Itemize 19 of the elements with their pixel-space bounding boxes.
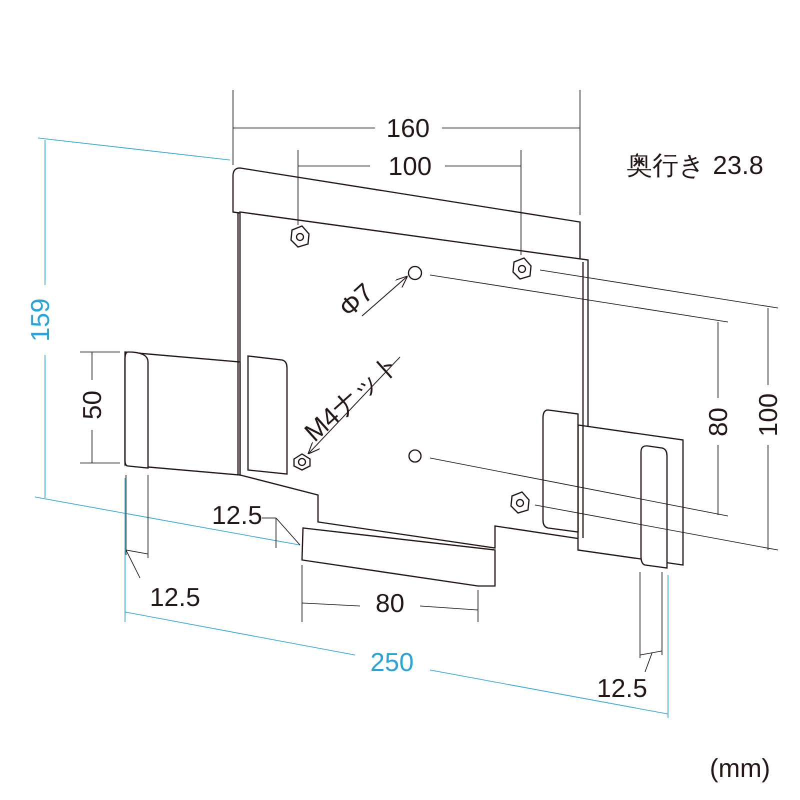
mounting-hole	[407, 265, 423, 281]
dimension-value: 80	[376, 590, 404, 616]
dimension-value: 250	[370, 649, 414, 675]
callout-text: M4ナット	[300, 348, 404, 446]
dimension-value: 160	[386, 115, 430, 141]
leader-line	[308, 356, 400, 454]
dimension-value: 12.5	[212, 502, 262, 528]
leader-line	[362, 276, 408, 316]
dimension-value: 12.5	[150, 584, 200, 610]
unit-note: (mm)	[710, 755, 770, 781]
dimension-value: 50	[79, 390, 105, 420]
dimension-value: 159	[27, 298, 53, 342]
dimension-value: 80	[705, 408, 731, 436]
dimension-value: 12.5	[596, 675, 648, 701]
dimension-value: 100	[388, 153, 432, 179]
dimension-value: 100	[755, 393, 781, 437]
nut-icon	[292, 452, 312, 472]
depth-note: 奥行き 23.8	[626, 152, 764, 178]
callout-text: Φ7	[334, 278, 378, 322]
